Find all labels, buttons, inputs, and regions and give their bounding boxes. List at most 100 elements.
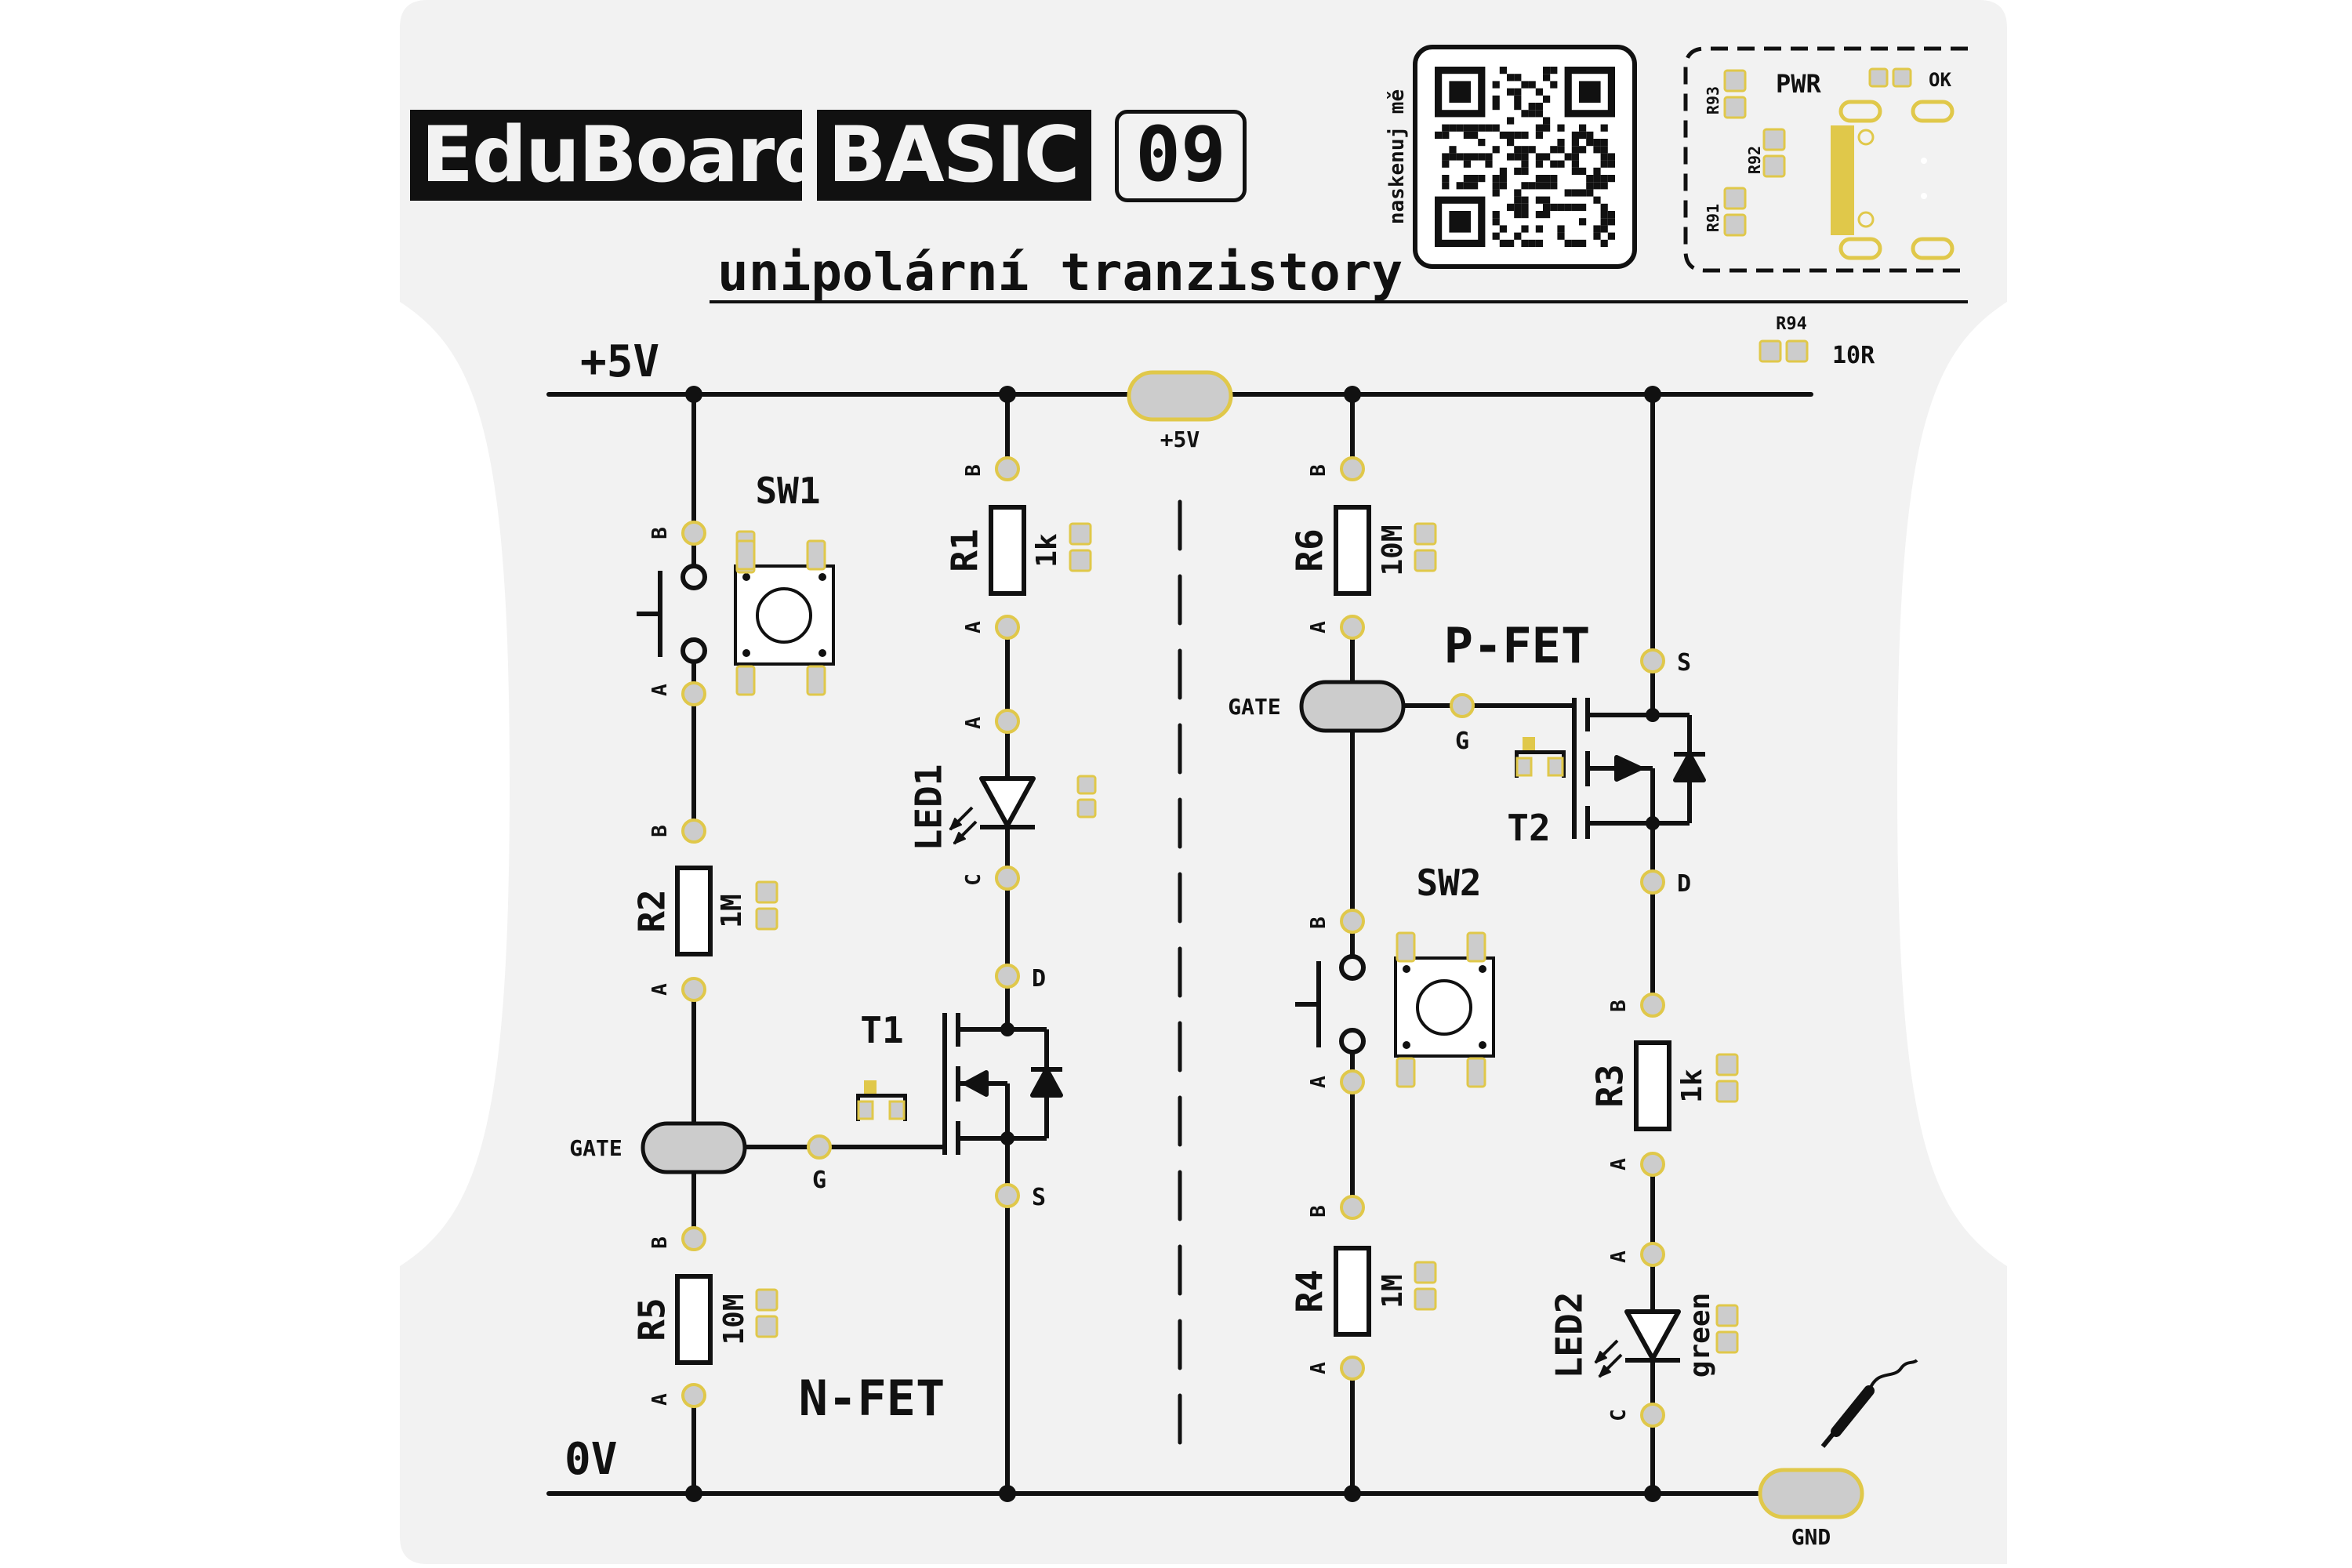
r5-resistor [675,1274,713,1365]
lesson-number: 09 [1115,110,1247,202]
test-point[interactable] [681,1226,706,1251]
led2-pin-c: C [1607,1409,1631,1421]
r3-pin-b: B [1607,1000,1631,1012]
smd-pad [1515,757,1533,777]
t1-ref: T1 [860,1009,903,1051]
r1-ref: R1 [944,528,986,572]
test-point[interactable] [1340,1356,1365,1381]
smd-pad [888,1100,906,1120]
smd-pad [1785,339,1809,363]
smd-pad [1715,1053,1739,1076]
sw1-pushbutton-icon[interactable] [637,533,707,694]
smd-pad [1466,1057,1486,1088]
smd-pad [755,1288,779,1312]
test-point[interactable] [1340,615,1365,640]
test-point[interactable] [681,521,706,546]
smd-pad [1715,1080,1739,1103]
smd-pad [1414,522,1437,546]
vcc-pad-label: +5V [1160,426,1200,452]
r5-value: 10M [718,1294,750,1345]
sw2-ref: SW2 [1416,862,1481,904]
r4-pin-a: A [1307,1362,1330,1374]
smd-pad [1723,187,1747,210]
test-point[interactable] [995,964,1020,989]
smd-pad [1715,1330,1739,1354]
smd-pad [806,665,826,696]
smd-pad [1723,69,1747,93]
test-point[interactable] [1340,456,1365,481]
r4-ref: R4 [1289,1269,1331,1312]
smd-pad [1715,1304,1739,1327]
r1-pin-a: A [962,621,985,633]
t2-source-label: S [1677,649,1691,677]
vcc-test-pad[interactable] [1127,370,1233,422]
subtitle: unipolární tranzistory [717,242,1403,303]
test-point[interactable] [681,818,706,844]
smd-pad [1762,154,1786,178]
test-point[interactable] [1640,1242,1665,1267]
test-point[interactable] [995,1183,1020,1208]
qr-caption: naskenuj mě [1385,89,1409,224]
r5-pin-a: A [648,1393,672,1406]
r3-value: 1k [1676,1069,1708,1103]
led2-ref: LED2 [1548,1292,1591,1379]
smd-pad [1076,775,1097,795]
smd-pad [1414,549,1437,572]
ground-rail-label: 0V [564,1434,617,1485]
test-point[interactable] [995,456,1020,481]
test-point[interactable] [681,1383,706,1408]
smd-pad [1759,339,1782,363]
test-point[interactable] [681,977,706,1002]
r94-value: 10R [1832,342,1875,369]
power-module: PWR OK R93 R92 R91 [1683,46,1968,273]
r3-pin-a: A [1607,1158,1631,1171]
pfet-gate-pad[interactable] [1299,680,1406,733]
test-point[interactable] [995,866,1020,891]
ok-label: OK [1929,69,1951,91]
r2-pin-b: B [648,825,672,837]
test-point[interactable] [807,1134,832,1160]
test-point[interactable] [1640,993,1665,1018]
led2-color-label: green [1684,1293,1716,1377]
test-point[interactable] [1640,648,1665,673]
gnd-pad-label: GND [1791,1524,1831,1550]
nfet-gate-label: GATE [569,1135,622,1161]
t1-source-label: S [1032,1184,1046,1211]
test-point[interactable] [1450,693,1475,718]
test-point[interactable] [995,615,1020,640]
r1-value: 1k [1031,533,1063,568]
smd-pad [1069,522,1092,546]
smd-pad [755,880,779,904]
probe-icon [1820,1359,1918,1448]
test-point[interactable] [1640,1403,1665,1428]
r92-label: R92 [1745,146,1764,174]
r2-value: 1M [716,894,748,927]
r93-label: R93 [1704,86,1722,114]
nfet-gate-pad[interactable] [641,1121,747,1174]
smd-pad [735,539,756,571]
r2-ref: R2 [631,889,673,932]
sw2-footprint [1394,956,1495,1058]
smd-pad [1547,757,1564,777]
r5-pin-b: B [648,1236,672,1249]
sw2-pushbutton-icon[interactable] [1295,921,1366,1082]
gnd-test-pad[interactable] [1758,1468,1864,1519]
test-point[interactable] [1340,1195,1365,1220]
pfet-gate-label: GATE [1228,694,1280,720]
r2-pin-a: A [648,983,672,996]
r6-ref: R6 [1289,528,1331,572]
test-point[interactable] [1640,869,1665,895]
test-point[interactable] [1340,1069,1365,1094]
r94-label: R94 [1776,314,1807,334]
sw2-pin-b: B [1307,916,1330,929]
qr-code-icon[interactable] [1413,45,1637,269]
test-point[interactable] [995,709,1020,734]
smd-pad [806,539,826,571]
test-point[interactable] [1640,1152,1665,1177]
test-point[interactable] [681,681,706,706]
r3-resistor [1634,1040,1671,1131]
r3-ref: R3 [1589,1064,1632,1107]
smd-pad [1762,128,1786,151]
test-point[interactable] [1340,909,1365,934]
r2-resistor [675,866,713,956]
